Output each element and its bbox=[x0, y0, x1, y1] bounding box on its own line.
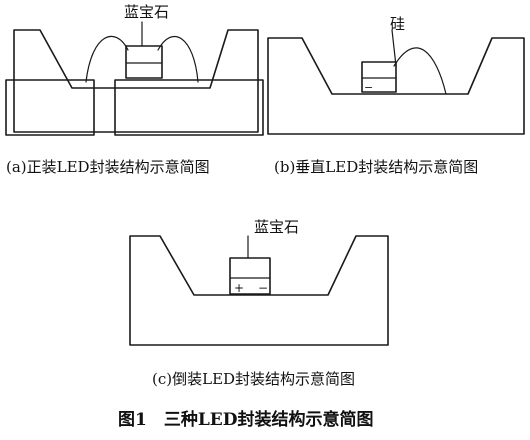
panel-c-polarity-plus: + bbox=[234, 281, 244, 295]
panel-b-cup bbox=[267, 37, 525, 135]
panel-b-diagram: 硅 − bbox=[267, 15, 525, 135]
panel-c-chip bbox=[229, 257, 271, 295]
panel-c-diagram: 蓝宝石 + − bbox=[129, 218, 389, 346]
panel-a-bond-wire-right bbox=[157, 35, 199, 83]
panel-a-cup bbox=[13, 29, 259, 133]
panel-a-caption: (a)正装LED封装结构示意简图 bbox=[6, 158, 210, 176]
panel-a-bond-wire-left bbox=[85, 35, 129, 83]
panel-a-lead-frame-left bbox=[5, 79, 95, 136]
panel-a-chip-label: 蓝宝石 bbox=[124, 3, 169, 21]
panel-c-polarity-minus: − bbox=[258, 281, 268, 295]
panel-b-polarity-minus: − bbox=[364, 81, 373, 94]
panel-a-lead-frame-right bbox=[114, 79, 264, 136]
panel-a-diagram: 蓝宝石 bbox=[5, 3, 264, 136]
panel-c-chip-label: 蓝宝石 bbox=[254, 218, 299, 236]
panel-c-cup bbox=[129, 235, 389, 346]
figure-title: 图1 三种LED封装结构示意简图 bbox=[118, 410, 374, 430]
panel-a-chip bbox=[125, 45, 163, 79]
panel-c-caption: (c)倒装LED封装结构示意简图 bbox=[152, 370, 356, 388]
panel-b-chip-label: 硅 bbox=[390, 15, 405, 33]
panel-b-chip bbox=[361, 61, 397, 93]
panel-b-label-leader bbox=[391, 29, 397, 67]
panel-b-bond-wire bbox=[393, 47, 447, 95]
panel-b-caption: (b)垂直LED封装结构示意简图 bbox=[274, 158, 479, 176]
